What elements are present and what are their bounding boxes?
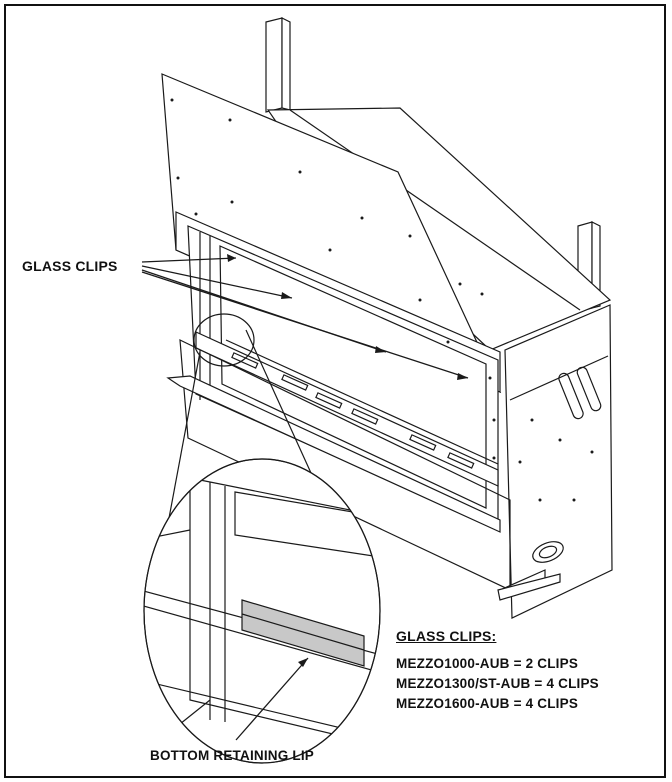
bottom-retaining-lip-label: BOTTOM RETAINING LIP (150, 748, 314, 763)
magnified-detail (143, 458, 381, 764)
clip-count-title: GLASS CLIPS: (396, 628, 497, 644)
glass-clips-label: GLASS CLIPS (22, 258, 118, 274)
standoff-bracket-left (265, 17, 291, 113)
clip-count-line: MEZZO1600-AUB = 4 CLIPS (396, 696, 579, 711)
clip-count-line: MEZZO1000-AUB = 2 CLIPS (396, 656, 579, 671)
base-flange (166, 375, 501, 533)
bottom-rail (195, 331, 499, 487)
detail-circle-small (193, 313, 255, 367)
retaining-lip-detail (241, 599, 365, 667)
clip-count-line: MEZZO1300/ST-AUB = 4 CLIPS (396, 676, 599, 691)
glass-clip-arrows (141, 257, 469, 379)
